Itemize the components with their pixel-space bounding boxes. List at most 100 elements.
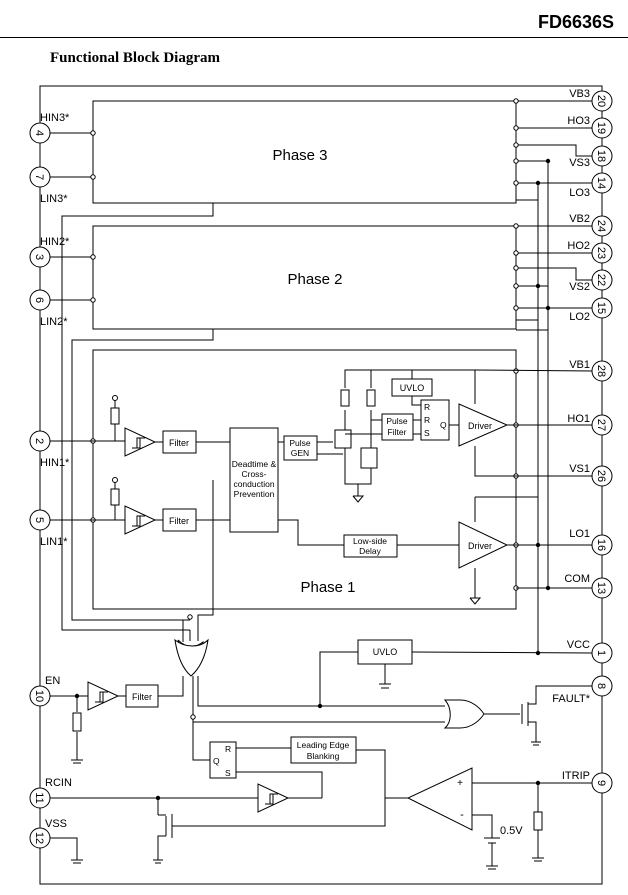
svg-text:+: + bbox=[457, 778, 463, 789]
pulse-filter-block: Pulse Filter bbox=[381, 413, 414, 441]
svg-text:Leading Edge: Leading Edge bbox=[297, 740, 350, 750]
itrip-resistor bbox=[533, 811, 543, 831]
pin-vss: 12 VSS bbox=[29, 818, 67, 849]
level-shift-resistors bbox=[340, 389, 376, 407]
svg-text:UVLO: UVLO bbox=[373, 647, 398, 657]
svg-text:Filter: Filter bbox=[132, 692, 152, 702]
uvlo-vcc: UVLO bbox=[357, 639, 413, 665]
low-side-driver-wires bbox=[469, 496, 592, 605]
svg-text:UVLO: UVLO bbox=[400, 383, 425, 393]
pin-lin2: 6 LIN2* bbox=[29, 289, 68, 328]
pin-label: LO2 bbox=[569, 311, 590, 323]
pin-vb1: 28 VB1 bbox=[569, 359, 613, 382]
phase2-output-wires bbox=[516, 225, 592, 309]
pin-label: VB2 bbox=[569, 213, 590, 225]
input-schmitt-buffers bbox=[124, 427, 157, 535]
svg-text:Cross-: Cross- bbox=[241, 469, 266, 479]
phase2-label: Phase 2 bbox=[287, 271, 342, 288]
pin-ho1: 27 HO1 bbox=[567, 413, 613, 436]
pin-number: 7 bbox=[33, 174, 45, 180]
pin-label: ITRIP bbox=[562, 770, 590, 782]
phase1-filter-lin: Filter bbox=[162, 508, 197, 532]
pin-number: 6 bbox=[33, 297, 45, 303]
pin-number: 12 bbox=[33, 832, 45, 844]
pin-label: COM bbox=[564, 573, 590, 585]
svg-text:R: R bbox=[225, 744, 231, 754]
pin-vb3: 20 VB3 bbox=[569, 88, 613, 112]
pin-number: 4 bbox=[33, 130, 45, 136]
rcin-schmitt-buffer bbox=[257, 783, 290, 813]
phase3-output-wires bbox=[516, 100, 592, 184]
pin-vs1: 26 VS1 bbox=[569, 463, 613, 487]
pin-number: 14 bbox=[595, 177, 607, 189]
pin-ho2: 23 HO2 bbox=[567, 240, 613, 264]
pin-number: 16 bbox=[595, 539, 607, 551]
pin-en: 10 EN bbox=[29, 675, 60, 707]
svg-text:Low-side: Low-side bbox=[353, 536, 387, 546]
pin-label: VS3 bbox=[569, 157, 590, 169]
phase3-block bbox=[92, 100, 517, 204]
svg-text:Q: Q bbox=[440, 420, 447, 430]
deadtime-block: Deadtime & Cross- conduction Prevention bbox=[229, 427, 279, 533]
phase3-phase2-input-wires bbox=[50, 132, 93, 301]
pin-rcin: 11 RCIN bbox=[29, 777, 72, 809]
header-divider bbox=[0, 37, 628, 38]
pin-number: 8 bbox=[595, 683, 607, 689]
pin-number: 2 bbox=[33, 438, 45, 444]
svg-text:Q: Q bbox=[213, 756, 220, 766]
part-number: FD6636S bbox=[537, 12, 614, 32]
pin-label: HIN2* bbox=[40, 236, 70, 248]
pin-label: VB1 bbox=[569, 359, 590, 371]
pin-number: 10 bbox=[33, 690, 45, 702]
phase1-filter-hin: Filter bbox=[162, 430, 197, 454]
svg-text:Delay: Delay bbox=[359, 546, 381, 556]
package-outline bbox=[39, 85, 603, 885]
pin-lo1: 16 LO1 bbox=[569, 528, 613, 556]
pulse-gen-block: Pulse GEN bbox=[283, 435, 318, 461]
pin-label: VSS bbox=[45, 818, 67, 830]
pin-itrip: 9 ITRIP bbox=[562, 770, 613, 794]
svg-text:Driver: Driver bbox=[468, 421, 492, 431]
phase3-label: Phase 3 bbox=[272, 147, 327, 164]
filter-wires bbox=[155, 441, 230, 521]
pin-label: RCIN bbox=[45, 777, 72, 789]
phase-enable-lines bbox=[61, 203, 214, 631]
pin-number: 22 bbox=[595, 274, 607, 286]
svg-text:R: R bbox=[424, 402, 430, 412]
pin-lin1: 5 LIN1* bbox=[29, 509, 68, 548]
pin-label: HIN1* bbox=[40, 457, 70, 469]
pin-number: 24 bbox=[595, 220, 607, 232]
low-side-driver: Driver bbox=[458, 521, 509, 569]
pin-number: 13 bbox=[595, 582, 607, 594]
phase2-block bbox=[92, 225, 517, 330]
en-filter: Filter bbox=[125, 684, 159, 708]
pin-hin2: 3 HIN2* bbox=[29, 236, 70, 268]
pin-number: 20 bbox=[595, 95, 607, 107]
vref-label: 0.5V bbox=[500, 825, 523, 837]
phase1-block bbox=[92, 349, 517, 610]
svg-text:conduction: conduction bbox=[233, 479, 274, 489]
svg-text:S: S bbox=[424, 428, 430, 438]
high-side-driver-wires bbox=[474, 369, 593, 477]
pin-number: 9 bbox=[595, 780, 607, 786]
pin-fault: 8 FAULT* bbox=[552, 675, 613, 705]
pin-number: 5 bbox=[33, 517, 45, 523]
high-side-driver: Driver bbox=[458, 403, 509, 447]
high-side-latch: R R S Q bbox=[420, 399, 450, 441]
rcin-discharge-transistor bbox=[153, 798, 386, 864]
pin-lin3: 7 LIN3* bbox=[29, 166, 68, 205]
fault-output-transistor bbox=[521, 685, 592, 746]
phase1-label: Phase 1 bbox=[300, 579, 355, 596]
filter-label: Filter bbox=[169, 438, 189, 448]
svg-text:GEN: GEN bbox=[291, 448, 309, 458]
svg-text:Pulse: Pulse bbox=[289, 438, 311, 448]
pin-label: VS1 bbox=[569, 463, 590, 475]
pin-number: 27 bbox=[595, 419, 607, 431]
svg-text:-: - bbox=[460, 809, 464, 821]
pin-label: HO2 bbox=[567, 240, 590, 252]
pin-label: HO1 bbox=[567, 413, 590, 425]
pullup-resistors bbox=[110, 395, 120, 506]
pin-hin1: 2 HIN1* bbox=[29, 430, 70, 469]
svg-text:R: R bbox=[424, 415, 430, 425]
